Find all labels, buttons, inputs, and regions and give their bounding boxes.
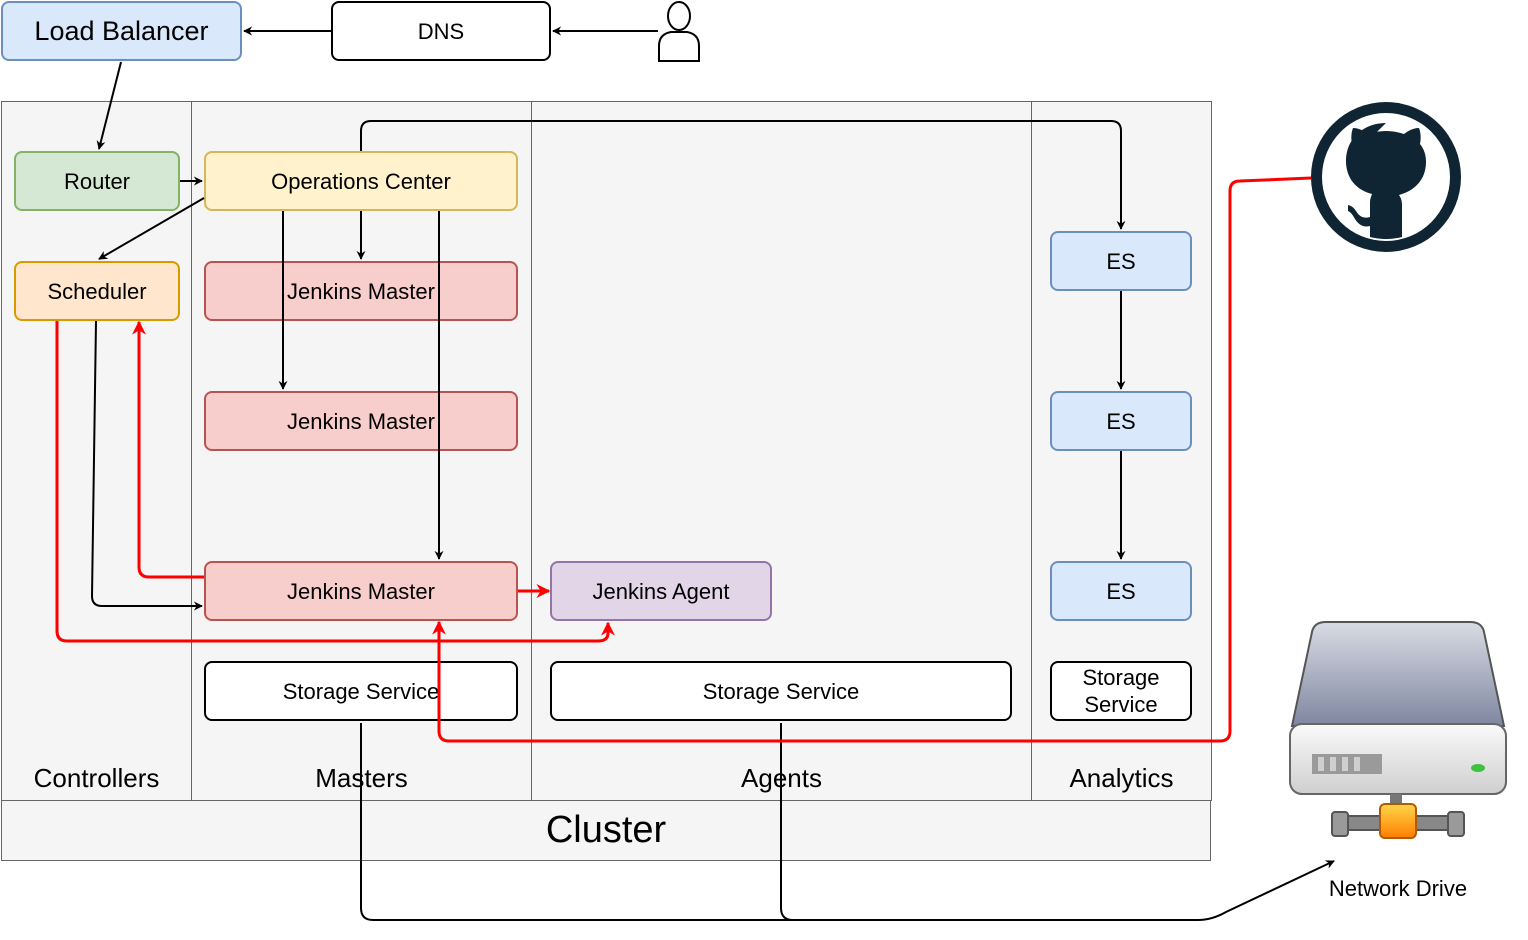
storage-service-masters[interactable]: Storage Service	[204, 661, 518, 721]
jenkins-master-node-3[interactable]: Jenkins Master	[204, 561, 518, 621]
jenkins-master-node-1[interactable]: Jenkins Master	[204, 261, 518, 321]
user-icon	[658, 1, 700, 62]
router-node[interactable]: Router	[14, 151, 180, 211]
scheduler-node[interactable]: Scheduler	[14, 261, 180, 321]
lane-agents-label: Agents	[741, 763, 822, 793]
lane-controllers-label: Controllers	[33, 763, 160, 793]
es-node-1[interactable]: ES	[1050, 231, 1192, 291]
network-drive-icon	[1289, 621, 1507, 839]
lane-analytics-label: Analytics	[1069, 763, 1174, 793]
jenkins-master-node-2[interactable]: Jenkins Master	[204, 391, 518, 451]
lane-masters-label: Masters	[315, 763, 408, 793]
es-node-3[interactable]: ES	[1050, 561, 1192, 621]
github-icon	[1311, 102, 1461, 252]
storage-service-agents[interactable]: Storage Service	[550, 661, 1012, 721]
dns-node[interactable]: DNS	[331, 1, 551, 61]
load-balancer-node[interactable]: Load Balancer	[1, 1, 242, 61]
jenkins-agent-node[interactable]: Jenkins Agent	[550, 561, 772, 621]
cluster-label: Cluster	[1, 800, 1211, 861]
network-drive-label: Network Drive	[1328, 876, 1468, 901]
storage-service-analytics[interactable]: Storage Service	[1050, 661, 1192, 721]
es-node-2[interactable]: ES	[1050, 391, 1192, 451]
operations-center-node[interactable]: Operations Center	[204, 151, 518, 211]
